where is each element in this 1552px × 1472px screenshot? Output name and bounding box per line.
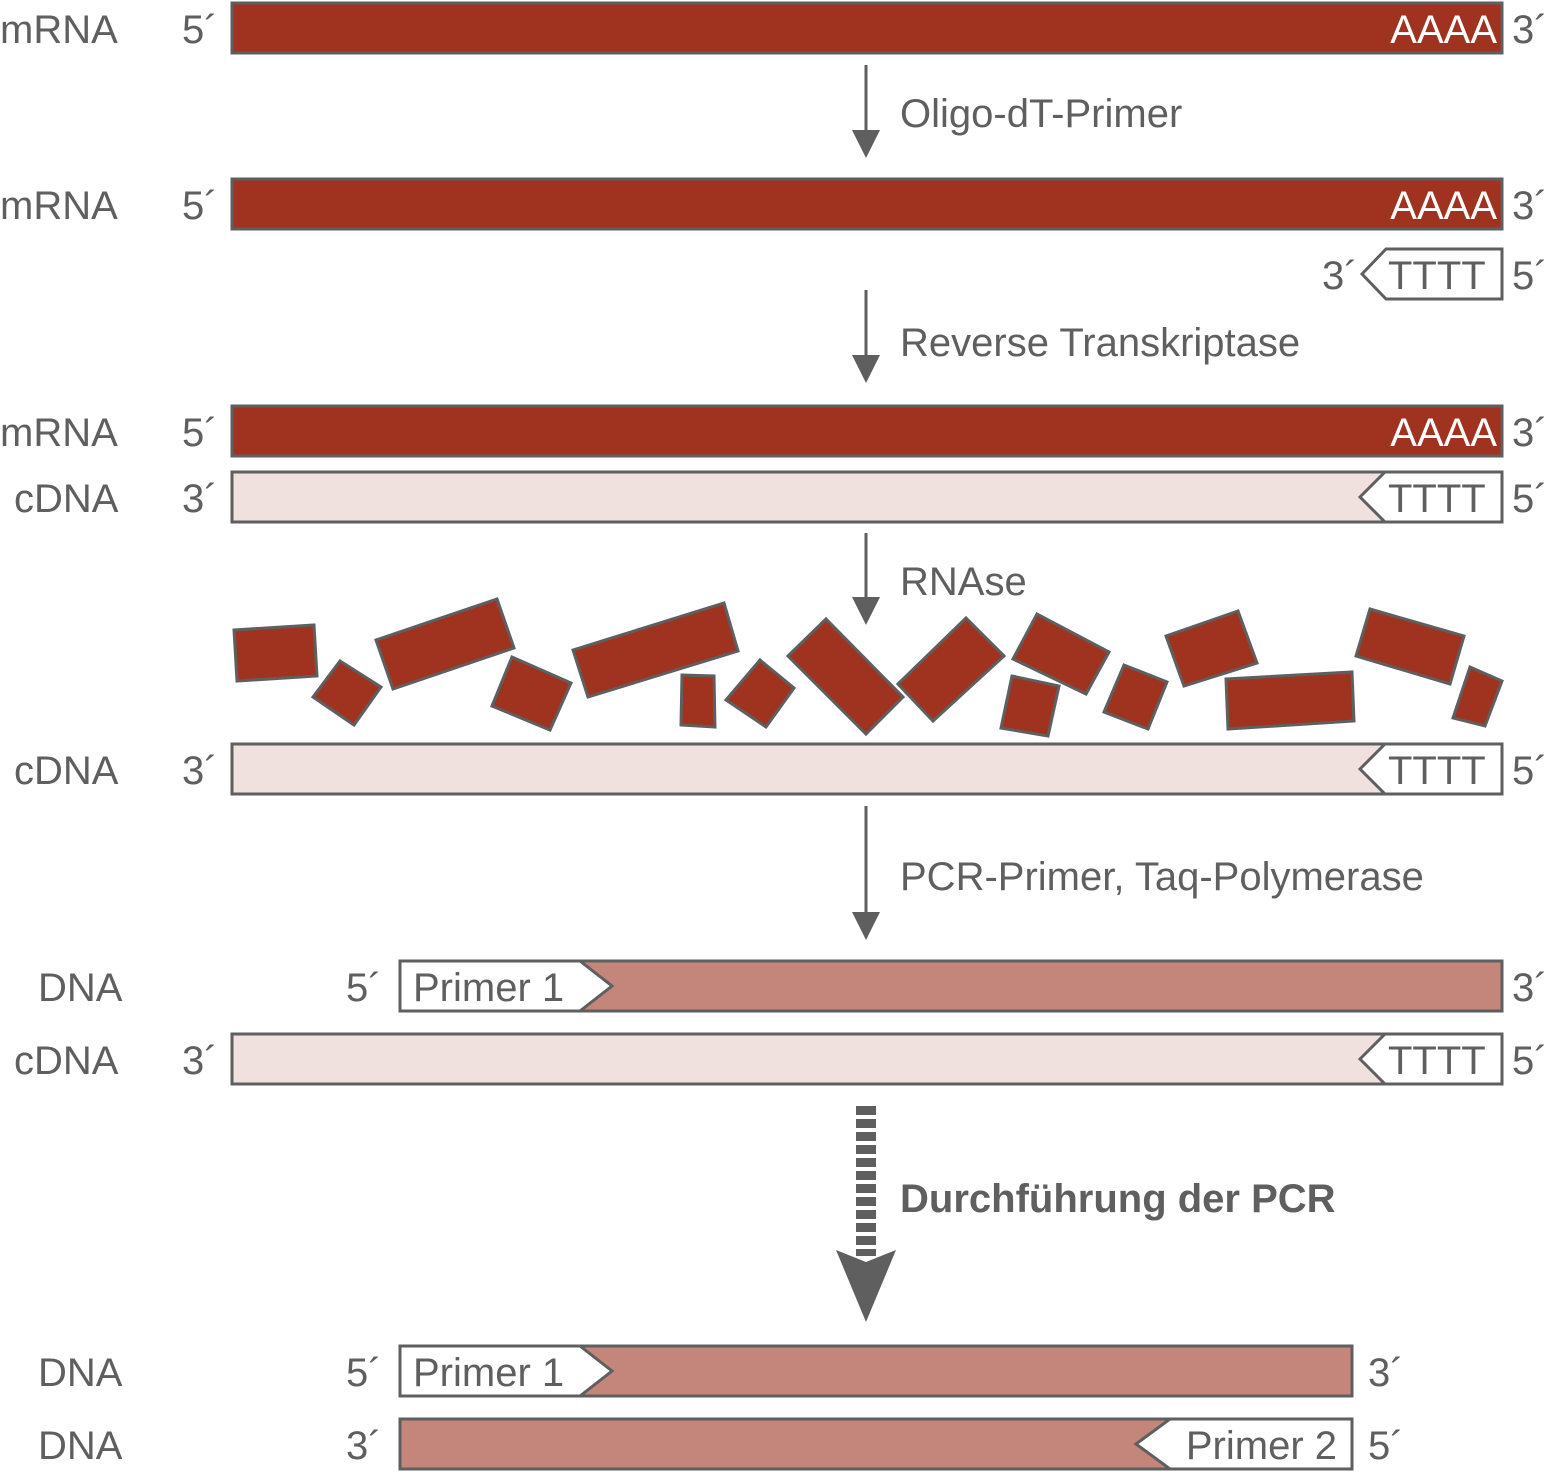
oligo-dt-primer: 3´ TTTT 5´ bbox=[1322, 247, 1548, 301]
end-label: 5´ bbox=[1512, 1039, 1548, 1083]
pcr-arrow: Durchführung der PCR bbox=[836, 1106, 1336, 1322]
end-label: 3´ bbox=[1512, 8, 1548, 52]
arrow-down-icon bbox=[852, 597, 880, 625]
mrna-strand-2: mRNA 5´ AAAA 3´ bbox=[0, 177, 1548, 231]
cdna-bar bbox=[230, 470, 1504, 524]
end-label: 3´ bbox=[1512, 184, 1548, 228]
dna-strand-3: DNA 3´ Primer 2 5´ bbox=[38, 1417, 1404, 1471]
cdna-bar bbox=[230, 1032, 1504, 1086]
primer-label: Primer 2 bbox=[1186, 1424, 1337, 1468]
polya-label: AAAA bbox=[1390, 8, 1497, 52]
end-label: 3´ bbox=[346, 1424, 382, 1468]
end-label: 5´ bbox=[182, 184, 218, 228]
strand-label: cDNA bbox=[14, 1039, 119, 1083]
end-label: 3´ bbox=[1368, 1351, 1404, 1395]
dna-strand-2: DNA 5´ Primer 1 3´ bbox=[38, 1344, 1404, 1398]
strand-label: cDNA bbox=[14, 749, 119, 793]
mrna-bar bbox=[230, 1, 1504, 55]
arrow-down-icon bbox=[852, 130, 880, 158]
end-label: 3´ bbox=[1512, 966, 1548, 1010]
polyt-label: TTTT bbox=[1388, 254, 1486, 298]
step-arrow-4: PCR-Primer, Taq-Polymerase bbox=[852, 806, 1424, 940]
polyt-label: TTTT bbox=[1388, 749, 1486, 793]
mrna-bar bbox=[230, 177, 1504, 231]
strand-label: mRNA bbox=[0, 411, 118, 455]
end-label: 5´ bbox=[1512, 254, 1548, 298]
polyt-label: TTTT bbox=[1388, 1039, 1486, 1083]
strand-label: mRNA bbox=[0, 8, 118, 52]
step-label: Reverse Transkriptase bbox=[900, 321, 1300, 365]
arrow-down-icon bbox=[852, 355, 880, 383]
strand-label: DNA bbox=[38, 1424, 123, 1468]
end-label: 5´ bbox=[1512, 477, 1548, 521]
end-label: 5´ bbox=[1368, 1424, 1404, 1468]
end-label: 3´ bbox=[182, 749, 218, 793]
polyt-label: TTTT bbox=[1388, 477, 1486, 521]
step-label: Durchführung der PCR bbox=[900, 1177, 1336, 1221]
arrow-down-icon bbox=[852, 912, 880, 940]
step-arrow-1: Oligo-dT-Primer bbox=[852, 65, 1182, 158]
end-label: 5´ bbox=[346, 966, 382, 1010]
cdna-bar bbox=[230, 742, 1504, 796]
step-label: RNAse bbox=[900, 560, 1027, 604]
primer-label: Primer 1 bbox=[413, 966, 564, 1010]
cdna-strand-1: cDNA 3´ TTTT 5´ bbox=[14, 470, 1548, 524]
step-arrow-3: RNAse bbox=[852, 533, 1027, 625]
end-label: 3´ bbox=[1512, 411, 1548, 455]
end-label: 5´ bbox=[1512, 749, 1548, 793]
mrna-bar bbox=[230, 404, 1504, 458]
strand-label: DNA bbox=[38, 966, 123, 1010]
step-label: PCR-Primer, Taq-Polymerase bbox=[900, 855, 1424, 899]
end-label: 5´ bbox=[182, 411, 218, 455]
polya-label: AAAA bbox=[1390, 411, 1497, 455]
mrna-strand-3: mRNA 5´ AAAA 3´ bbox=[0, 404, 1548, 458]
end-label: 3´ bbox=[1322, 254, 1358, 298]
strand-label: cDNA bbox=[14, 477, 119, 521]
end-label: 3´ bbox=[182, 477, 218, 521]
step-arrow-2: Reverse Transkriptase bbox=[852, 290, 1300, 383]
degraded-mrna-fragments bbox=[232, 597, 1504, 738]
polya-label: AAAA bbox=[1390, 184, 1497, 228]
end-label: 5´ bbox=[182, 8, 218, 52]
end-label: 3´ bbox=[182, 1039, 218, 1083]
step-label: Oligo-dT-Primer bbox=[900, 92, 1182, 136]
strand-label: mRNA bbox=[0, 184, 118, 228]
dna-strand-1: DNA 5´ Primer 1 3´ bbox=[38, 959, 1548, 1013]
cdna-strand-3: cDNA 3´ TTTT 5´ bbox=[14, 1032, 1548, 1086]
arrow-down-icon bbox=[836, 1250, 896, 1322]
cdna-strand-2: cDNA 3´ TTTT 5´ bbox=[14, 742, 1548, 796]
primer-label: Primer 1 bbox=[413, 1351, 564, 1395]
end-label: 5´ bbox=[346, 1351, 382, 1395]
strand-label: DNA bbox=[38, 1351, 123, 1395]
mrna-strand-1: mRNA 5´ AAAA 3´ bbox=[0, 1, 1548, 55]
